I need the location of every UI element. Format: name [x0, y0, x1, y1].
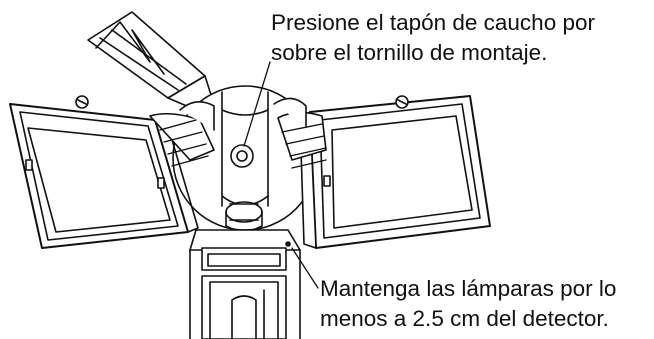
caption-lamp-distance-line2: menos a 2.5 cm del detector. [320, 306, 609, 331]
caption-rubber-plug: Presione el tapón de caucho por sobre el… [271, 8, 595, 68]
leader-line-top [243, 61, 271, 147]
right-lamp [273, 95, 491, 249]
left-lamp [9, 95, 215, 249]
caption-rubber-plug-line2: sobre el tornillo de montaje. [271, 40, 548, 65]
leader-line-bottom [291, 247, 319, 289]
caption-lamp-distance: Mantenga las lámparas por lo menos a 2.5… [320, 274, 616, 334]
rubber-plug [230, 144, 254, 168]
motion-detector [189, 229, 301, 339]
caption-rubber-plug-line1: Presione el tapón de caucho por [271, 10, 595, 35]
caption-lamp-distance-line1: Mantenga las lámparas por lo [320, 276, 617, 301]
hand-illustration [87, 11, 213, 111]
